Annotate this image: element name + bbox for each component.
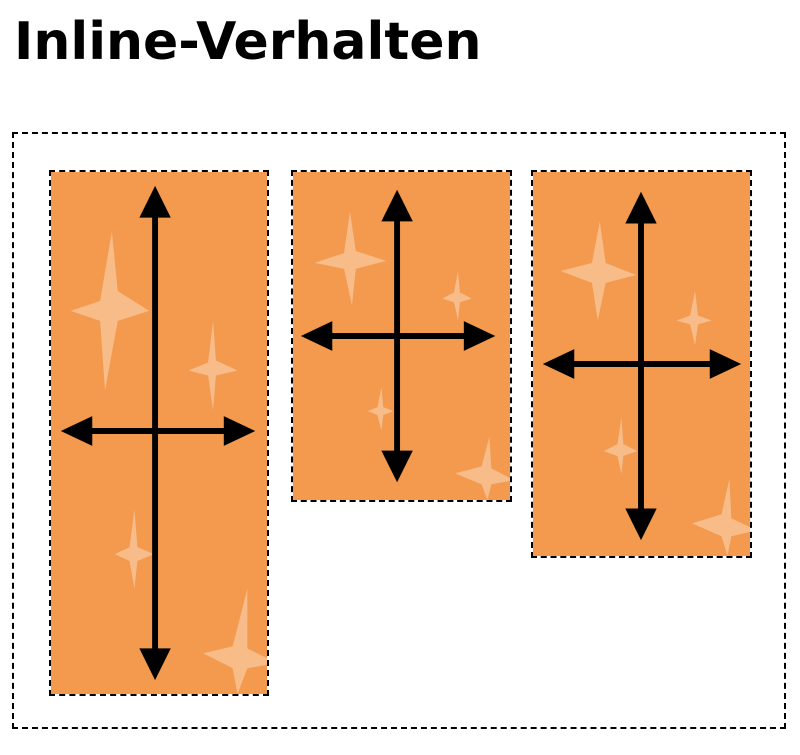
inline-block-1: [49, 170, 269, 696]
move-arrows-icon: [542, 191, 742, 541]
move-arrows-icon: [60, 185, 256, 681]
sparkle-icon: [560, 221, 750, 556]
sparkle-icon: [70, 231, 267, 694]
block-1-graphic: [51, 172, 267, 694]
block-2-graphic: [293, 172, 510, 500]
block-3-graphic: [533, 172, 750, 556]
inline-container: [12, 132, 786, 729]
inline-block-2: [291, 170, 512, 502]
move-arrows-icon: [300, 189, 496, 483]
sparkle-icon: [314, 211, 510, 500]
inline-block-3: [531, 170, 752, 558]
page-title: Inline-Verhalten: [14, 12, 482, 72]
